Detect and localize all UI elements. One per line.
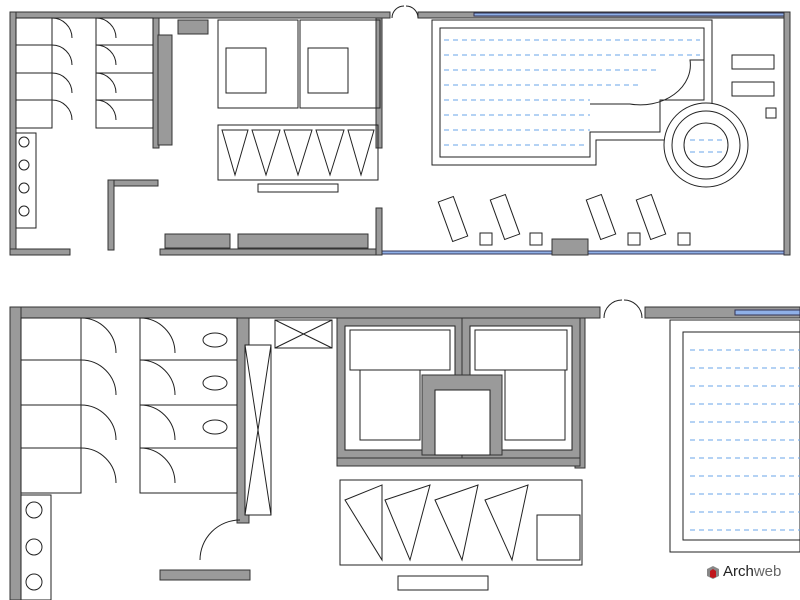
overview-plan (9, 5, 791, 256)
saunas (217, 19, 381, 193)
overview-pool (431, 19, 777, 188)
sun-loungers (437, 193, 691, 246)
detail-plan (9, 299, 800, 600)
archweb-logo-icon (707, 565, 719, 579)
detail-toilet-cubicles (20, 317, 238, 600)
detail-saunas (336, 317, 583, 591)
brand-part-web: web (753, 563, 782, 580)
detail-pool (669, 319, 800, 553)
toilet-cubicles (15, 17, 154, 229)
brand-part-arch: Arch (723, 563, 754, 580)
